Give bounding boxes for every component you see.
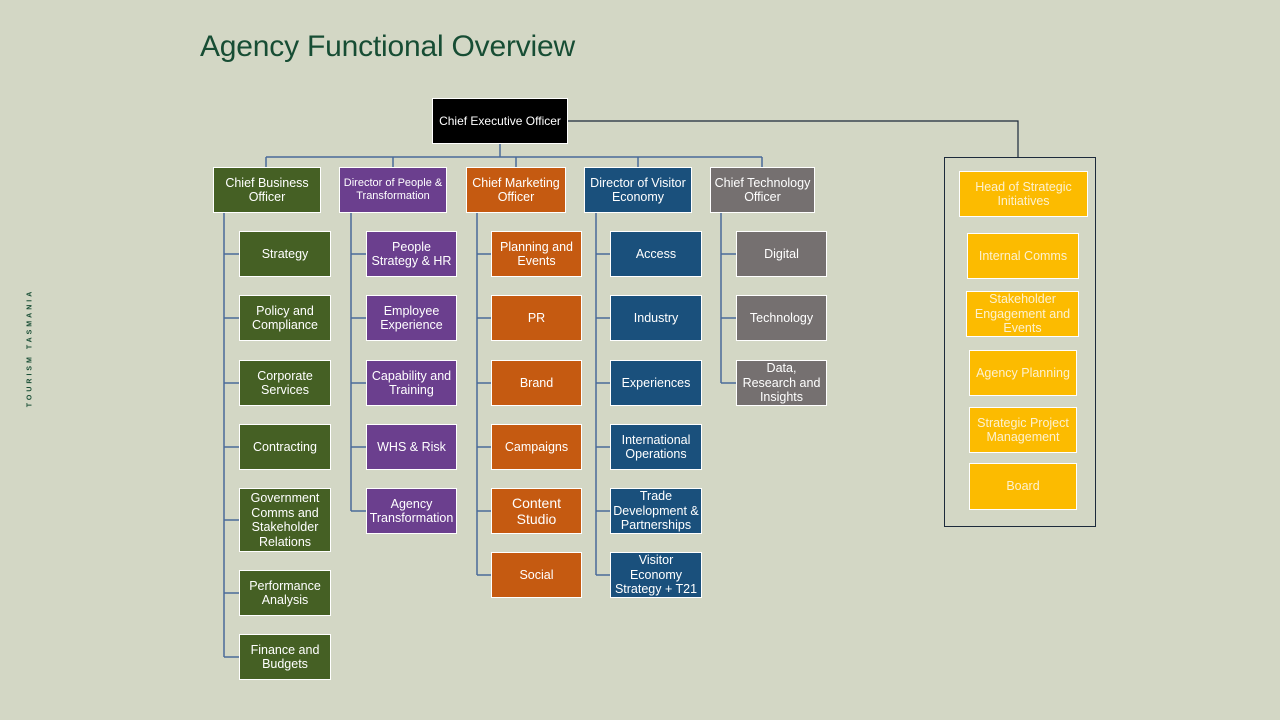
unit-box[interactable]: Employee Experience	[366, 295, 457, 341]
unit-box[interactable]: Contracting	[239, 424, 331, 470]
unit-label: Policy and Compliance	[251, 303, 318, 333]
unit-box[interactable]: Trade Development & Partnerships	[610, 488, 702, 534]
unit-box[interactable]: WHS & Risk	[366, 424, 457, 470]
brand-logo-text: TOURISM TASMANIA	[26, 288, 34, 408]
division-business[interactable]: Chief Business Officer	[213, 167, 321, 213]
unit-label: Internal Comms	[978, 248, 1068, 263]
unit-label: Campaigns	[504, 439, 569, 454]
connector-ceo-strategic	[567, 120, 1019, 157]
unit-box[interactable]: Corporate Services	[239, 360, 331, 406]
ceo-box[interactable]: Chief Executive Officer	[432, 98, 568, 144]
unit-label: Stakeholder Engagement and Events	[974, 292, 1071, 336]
unit-label: WHS & Risk	[377, 439, 446, 454]
unit-box[interactable]: Strategy	[239, 231, 331, 277]
division-label: Chief Business Officer	[225, 175, 309, 205]
unit-box[interactable]: Data, Research and Insights	[736, 360, 827, 406]
unit-label: Brand	[519, 375, 554, 390]
division-label: Chief Marketing Officer	[472, 175, 560, 205]
unit-box[interactable]: People Strategy & HR	[366, 231, 457, 277]
unit-label: Access	[635, 246, 677, 261]
unit-label: PR	[527, 310, 546, 325]
unit-label: Government Comms and Stakeholder Relatio…	[250, 491, 320, 549]
unit-label: Agency Planning	[976, 365, 1070, 380]
unit-label: Strategy	[261, 246, 309, 261]
unit-label: Content Studio	[511, 495, 562, 527]
unit-label: Agency Transformation	[369, 496, 454, 526]
unit-label: Social	[519, 567, 554, 582]
strategic-head-label: Head of Strategic Initiatives	[975, 179, 1072, 209]
unit-box[interactable]: Visitor Economy Strategy + T21	[610, 552, 702, 598]
division-visitor-economy[interactable]: Director of Visitor Economy	[584, 167, 692, 213]
unit-label: Industry	[633, 310, 679, 325]
unit-box[interactable]: Brand	[491, 360, 582, 406]
division-technology[interactable]: Chief Technology Officer	[710, 167, 815, 213]
unit-label: Planning and Events	[500, 239, 573, 269]
unit-box[interactable]: Access	[610, 231, 702, 277]
ceo-label: Chief Executive Officer	[439, 113, 561, 128]
unit-label: Employee Experience	[380, 303, 443, 333]
strategic-unit-box[interactable]: Strategic Project Management	[969, 407, 1077, 453]
unit-label: Visitor Economy Strategy + T21	[614, 553, 698, 597]
division-label: Director of Visitor Economy	[590, 175, 686, 205]
unit-box[interactable]: Agency Transformation	[366, 488, 457, 534]
unit-box[interactable]: Performance Analysis	[239, 570, 331, 616]
unit-label: Contracting	[253, 439, 317, 454]
unit-box[interactable]: Industry	[610, 295, 702, 341]
unit-box[interactable]: Policy and Compliance	[239, 295, 331, 341]
unit-box[interactable]: Technology	[736, 295, 827, 341]
unit-box[interactable]: Finance and Budgets	[239, 634, 331, 680]
unit-box[interactable]: Campaigns	[491, 424, 582, 470]
page-title: Agency Functional Overview	[200, 30, 575, 63]
strategic-unit-box[interactable]: Agency Planning	[969, 350, 1077, 396]
unit-label: Finance and Budgets	[250, 642, 320, 672]
strategic-unit-box[interactable]: Board	[969, 463, 1077, 510]
division-marketing[interactable]: Chief Marketing Officer	[466, 167, 566, 213]
unit-box[interactable]: Digital	[736, 231, 827, 277]
unit-label: International Operations	[621, 432, 691, 462]
unit-box[interactable]: Planning and Events	[491, 231, 582, 277]
unit-label: Technology	[749, 310, 814, 325]
unit-box[interactable]: Capability and Training	[366, 360, 457, 406]
unit-label: People Strategy & HR	[371, 239, 452, 269]
strategic-head-box[interactable]: Head of Strategic Initiatives	[959, 171, 1088, 217]
unit-label: Capability and Training	[371, 368, 452, 398]
unit-box[interactable]: Government Comms and Stakeholder Relatio…	[239, 488, 331, 552]
unit-label: Board	[1006, 479, 1040, 494]
division-label: Director of People & Transformation	[343, 177, 443, 202]
unit-label: Digital	[764, 246, 799, 261]
unit-label: Strategic Project Management	[977, 415, 1069, 445]
unit-box[interactable]: Content Studio	[491, 488, 582, 534]
division-people[interactable]: Director of People & Transformation	[339, 167, 447, 213]
unit-label: Experiences	[621, 375, 691, 390]
unit-box[interactable]: Social	[491, 552, 582, 598]
unit-label: Corporate Services	[257, 368, 313, 398]
strategic-unit-box[interactable]: Stakeholder Engagement and Events	[966, 291, 1079, 337]
strategic-initiatives-group	[944, 157, 1096, 527]
unit-box[interactable]: PR	[491, 295, 582, 341]
unit-label: Data, Research and Insights	[742, 361, 821, 405]
unit-box[interactable]: Experiences	[610, 360, 702, 406]
unit-label: Performance Analysis	[249, 578, 321, 608]
strategic-unit-box[interactable]: Internal Comms	[967, 233, 1079, 279]
unit-box[interactable]: International Operations	[610, 424, 702, 470]
division-label: Chief Technology Officer	[714, 175, 811, 205]
unit-label: Trade Development & Partnerships	[613, 489, 699, 533]
